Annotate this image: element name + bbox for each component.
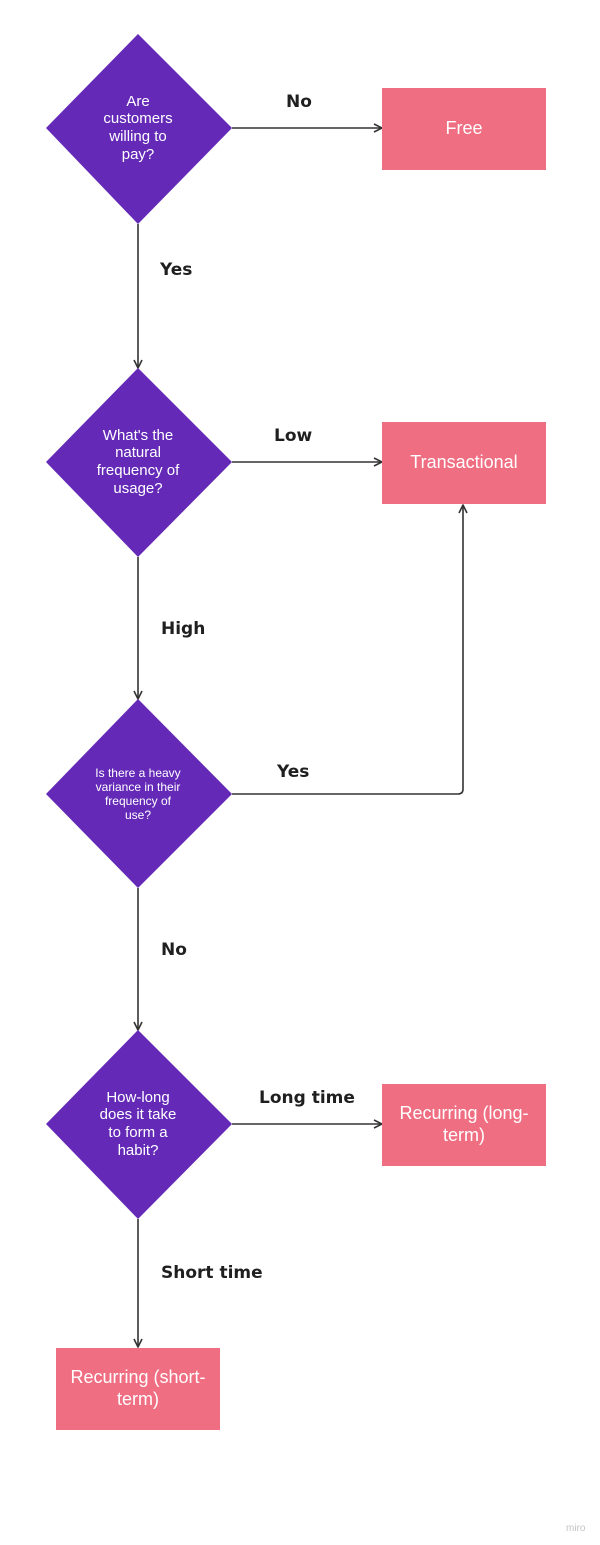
- edge-label-pay-yes: Yes: [160, 260, 193, 280]
- miro-watermark: miro: [566, 1523, 586, 1534]
- decision-diamond-variance: [46, 699, 232, 888]
- outcome-recurring-short: Recurring (short-term): [56, 1348, 220, 1430]
- edge-label-pay-no: No: [286, 92, 312, 112]
- decision-diamond-frequency: [46, 368, 232, 557]
- edge-label-frequency-low: Low: [274, 426, 313, 446]
- decision-diamond-habit: [46, 1030, 232, 1219]
- edge-label-habit-short: Short time: [161, 1263, 263, 1283]
- edge-label-frequency-high: High: [161, 619, 206, 639]
- edge-label-habit-long: Long time: [259, 1088, 355, 1108]
- edge-label-variance-no: No: [161, 940, 187, 960]
- connector-variance-yes: [232, 504, 468, 795]
- decision-text-frequency: What's the natural frequency of usage?: [96, 426, 180, 497]
- decision-diamond-pay: [46, 34, 232, 224]
- edge-label-variance-yes: Yes: [277, 762, 310, 782]
- decision-text-habit: How-long does it take to form a habit?: [99, 1088, 177, 1159]
- decision-text-pay: Are customers willing to pay?: [103, 92, 173, 163]
- outcome-recurring-long: Recurring (long-term): [382, 1084, 546, 1166]
- outcome-free: Free: [382, 88, 546, 170]
- decision-text-variance: Is there a heavy variance in their frequ…: [95, 765, 181, 823]
- outcome-transactional: Transactional: [382, 422, 546, 504]
